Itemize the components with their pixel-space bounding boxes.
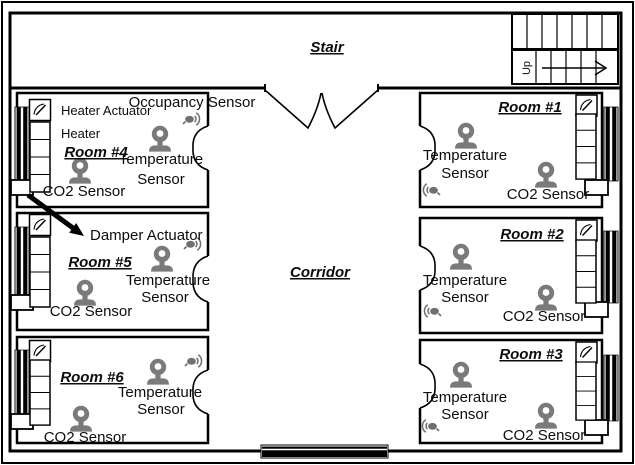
- room-6-window: [14, 349, 30, 416]
- damper-actuator-arrow: [26, 192, 84, 236]
- room-3-area: Room #3 Temperature Sensor CO2 Sensor: [416, 338, 619, 445]
- staircase: Up: [511, 13, 619, 85]
- double-door: [264, 83, 379, 130]
- co2-sensor-label-room-3: CO2 Sensor: [503, 427, 586, 444]
- room-6-area: Room #6 Temperature Sensor CO2 Sensor: [10, 335, 214, 446]
- temperature-sensor-label-room-6-line2: Sensor: [137, 401, 185, 418]
- co2-sensor-label-room-5: CO2 Sensor: [50, 303, 133, 320]
- entrance-window: [260, 444, 389, 459]
- corridor-label: Corridor: [290, 264, 351, 281]
- temperature-sensor-label-room-1-line1: Temperature: [423, 147, 507, 164]
- room-4-label: Room #4: [64, 144, 128, 161]
- stair-label: Stair: [310, 39, 345, 56]
- room-3-heater-actuator-valve: [575, 341, 598, 364]
- room-3-heater-radiator: [575, 361, 597, 421]
- occupancy-sensor-label: Occupancy Sensor: [129, 94, 256, 111]
- room-1-area: Room #1 Temperature Sensor CO2 Sensor: [416, 91, 619, 209]
- temperature-sensor-label-room-4-line2: Sensor: [137, 171, 185, 188]
- temperature-sensor-label-room-5-line2: Sensor: [141, 289, 189, 306]
- room-6-heater-actuator-valve: [28, 339, 52, 363]
- room-1-window-damper: [584, 179, 609, 196]
- temperature-sensor-label-room-3-line2: Sensor: [441, 406, 489, 423]
- stair-area: Stair Up: [11, 13, 620, 130]
- co2-sensor-label-room-1: CO2 Sensor: [507, 186, 590, 203]
- temperature-sensor-label-room-6-line1: Temperature: [118, 384, 202, 401]
- temperature-sensor-label-room-2-line2: Sensor: [441, 289, 489, 306]
- room-2-label: Room #2: [500, 226, 564, 243]
- co2-sensor-label-room-2: CO2 Sensor: [503, 308, 586, 325]
- room-5-area: Damper Actuator Room #5 Temperature Sens…: [10, 211, 214, 332]
- temperature-sensor-label-room-3-line1: Temperature: [423, 389, 507, 406]
- stair-treads-lower: [535, 49, 597, 84]
- heater-label: Heater: [61, 126, 101, 141]
- room-1-label: Room #1: [498, 99, 561, 116]
- staircase-up-label: Up: [521, 61, 533, 75]
- room-4-window: [14, 106, 30, 182]
- room-5-window: [14, 226, 30, 297]
- room-1-heater-radiator: [575, 113, 597, 180]
- staircase-direction-arrow: [542, 60, 608, 76]
- room-3-label: Room #3: [499, 346, 563, 363]
- temperature-sensor-label-room-2-line1: Temperature: [423, 272, 507, 289]
- room-6-label: Room #6: [60, 369, 124, 386]
- room-4-area: Heater Actuator Heater Room #4 Temperatu…: [10, 91, 214, 209]
- room-5-heater-actuator-valve: [28, 213, 52, 237]
- stair-treads-upper: [526, 14, 603, 50]
- corridor-area: Corridor: [260, 264, 389, 459]
- room-2-area: Room #2 Temperature Sensor CO2 Sensor: [416, 216, 619, 335]
- temperature-sensor-label-room-1-line2: Sensor: [441, 165, 489, 182]
- co2-sensor-label-room-4: CO2 Sensor: [43, 183, 126, 200]
- room-1-door: [419, 125, 436, 171]
- room-6-door: [192, 369, 209, 415]
- room-6-heater-radiator: [29, 359, 51, 426]
- damper-actuator-label: Damper Actuator: [90, 227, 203, 244]
- room-1-heater-actuator-valve: [575, 94, 598, 117]
- room-3-window: [603, 354, 619, 422]
- heater-actuator-label: Heater Actuator: [61, 103, 152, 118]
- temperature-sensor-label-room-5-line1: Temperature: [126, 272, 210, 289]
- room-5-heater-radiator: [29, 236, 51, 308]
- room-2-heater-actuator-valve: [575, 219, 598, 242]
- room-2-heater-radiator: [575, 239, 597, 304]
- room-1-window: [603, 106, 619, 182]
- room-4-door: [192, 125, 209, 171]
- room-4-heater-radiator: [29, 121, 51, 193]
- room-2-door: [419, 245, 436, 291]
- room-2-window-damper: [584, 301, 609, 318]
- room-3-door: [419, 363, 436, 409]
- co2-sensor-label-room-6: CO2 Sensor: [44, 429, 127, 446]
- temperature-sensor-label-room-4-line1: Temperature: [119, 151, 203, 168]
- room-3-window-damper: [584, 419, 609, 436]
- room-5-door: [192, 255, 209, 303]
- room-5-label: Room #5: [68, 254, 132, 271]
- room-4-heater-actuator-valve: [28, 98, 52, 122]
- room-2-window: [603, 230, 619, 304]
